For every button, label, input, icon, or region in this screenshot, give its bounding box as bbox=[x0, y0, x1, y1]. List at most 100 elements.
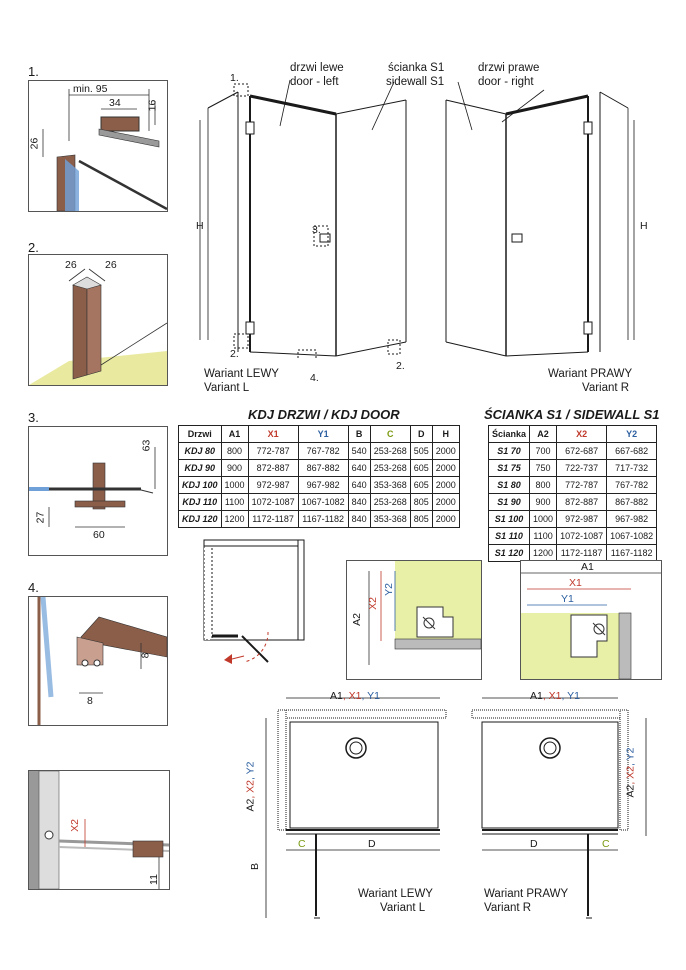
door-right-en-label: door - right bbox=[478, 76, 534, 88]
inset-a2-label: A2 bbox=[350, 613, 363, 626]
step-label-3: 3. bbox=[28, 410, 39, 425]
detail-2-corner-box: 26 26 bbox=[28, 254, 168, 386]
variant-right-en-label: Variant R bbox=[582, 382, 630, 394]
door-table-cell: 867-882 bbox=[297, 459, 349, 477]
door-table-cell: 253-268 bbox=[369, 442, 411, 460]
inset-x2-label: X2 bbox=[366, 597, 379, 610]
wall-table-cell: S1 110 bbox=[487, 527, 531, 545]
plan-left-c-label: C bbox=[298, 838, 306, 850]
inset-y2-label: Y2 bbox=[382, 583, 395, 596]
plan-left-a2-label: A2, X2, Y2 bbox=[245, 761, 258, 811]
callout-1-label: 1. bbox=[230, 72, 239, 84]
step-label-2: 2. bbox=[28, 240, 39, 255]
right-enclosure bbox=[445, 91, 629, 357]
wall-table-cell: 717-732 bbox=[606, 459, 658, 477]
plan-right-a2: A2 bbox=[624, 784, 637, 798]
detail-2-26a-label: 26 bbox=[65, 259, 77, 271]
door-table-header-cell: D bbox=[409, 425, 433, 443]
detail-4-8b-label: 8 bbox=[87, 695, 93, 707]
detail-1-drawing bbox=[42, 89, 167, 211]
plan-right-x2: , X2 bbox=[624, 765, 637, 785]
callout-2b-label: 2. bbox=[396, 360, 405, 372]
wall-table-header-cell: A2 bbox=[529, 425, 558, 443]
door-table-cell: 1072-1087 bbox=[247, 493, 299, 511]
door-table-cell: KDJ 80 bbox=[178, 442, 222, 460]
plan-variant-left-en: Variant L bbox=[380, 902, 426, 914]
door-left-pl-label: drzwi lewe bbox=[290, 62, 344, 74]
wall-table-cell: 750 bbox=[529, 459, 558, 477]
plan-right-d-label: D bbox=[530, 838, 538, 850]
h-right-label: H bbox=[640, 220, 648, 232]
wall-table-cell: S1 70 bbox=[487, 442, 531, 460]
detail-5-x2-label: X2 bbox=[68, 819, 81, 832]
sidewall-pl-label: ścianka S1 bbox=[388, 62, 445, 74]
detail-2-26b-label: 26 bbox=[105, 259, 117, 271]
door-table-cell: KDJ 120 bbox=[178, 510, 222, 528]
variant-right-pl-label: Wariant PRAWY bbox=[548, 368, 633, 380]
detail-4-8a-label: 8 bbox=[139, 652, 152, 659]
callout-4-label: 4. bbox=[310, 372, 319, 384]
door-table-header-cell: Y1 bbox=[297, 425, 349, 443]
door-table-cell: 805 bbox=[409, 493, 433, 511]
wall-table-cell: 972-987 bbox=[556, 510, 608, 528]
door-table-cell: 2000 bbox=[431, 476, 460, 494]
plan-variant-right-en: Variant R bbox=[484, 902, 532, 914]
plan-views-drawing bbox=[265, 697, 647, 919]
wall-table-cell: 1000 bbox=[529, 510, 558, 528]
step-label-4: 4. bbox=[28, 580, 39, 595]
callout-3-label: 3. bbox=[312, 224, 321, 236]
plan-right bbox=[471, 697, 647, 919]
detail-4-seal-box: 8 8 bbox=[28, 596, 168, 726]
wall-table-cell: 1167-1182 bbox=[606, 544, 658, 562]
plan-left-a2: A2 bbox=[244, 798, 257, 812]
door-table-cell: KDJ 90 bbox=[178, 459, 222, 477]
door-table-cell: 2000 bbox=[431, 510, 460, 528]
door-table-cell: 800 bbox=[220, 442, 249, 460]
plan-right-a1: A1 bbox=[530, 690, 543, 702]
wall-table-cell: 872-887 bbox=[556, 493, 608, 511]
plan-right-c-label: C bbox=[602, 838, 610, 850]
door-table-cell: 605 bbox=[409, 476, 433, 494]
wall-table-cell: 722-737 bbox=[556, 459, 608, 477]
inset-door-box: A1 X1 Y1 bbox=[520, 560, 662, 680]
plan-left-a1: A1 bbox=[330, 690, 343, 702]
detail-4-drawing bbox=[37, 597, 167, 725]
door-table-cell: KDJ 110 bbox=[178, 493, 222, 511]
wall-table-cell: 772-787 bbox=[556, 476, 608, 494]
inset-sidewall-drawing bbox=[368, 561, 481, 665]
detail-2-drawing bbox=[29, 268, 167, 385]
door-table-cell: KDJ 100 bbox=[178, 476, 222, 494]
plan-variant-left-pl: Wariant LEWY bbox=[358, 888, 433, 900]
detail-3-drawing bbox=[29, 447, 156, 528]
door-table-cell: 1000 bbox=[220, 476, 249, 494]
main-perspective-drawing bbox=[199, 79, 635, 360]
callout-2a-label: 2. bbox=[230, 348, 239, 360]
step-label-1: 1. bbox=[28, 64, 39, 79]
door-table-cell: 605 bbox=[409, 459, 433, 477]
wall-table-cell: S1 90 bbox=[487, 493, 531, 511]
wall-table-cell: 800 bbox=[529, 476, 558, 494]
plan-right-a2-label: A2, X2, Y2 bbox=[625, 747, 638, 797]
inset-sidewall-box: A2 X2 Y2 bbox=[346, 560, 482, 680]
door-table-header-cell: A1 bbox=[220, 425, 249, 443]
leader-lines bbox=[279, 79, 545, 131]
wall-table-cell: 1200 bbox=[529, 544, 558, 562]
door-table-cell: 1100 bbox=[220, 493, 249, 511]
h-left-label: H bbox=[196, 220, 204, 232]
door-table-cell: 767-782 bbox=[297, 442, 349, 460]
door-table-header-cell: C bbox=[369, 425, 411, 443]
door-table-title: KDJ DRZWI / KDJ DOOR bbox=[248, 407, 400, 422]
door-left-en-label: door - left bbox=[290, 76, 339, 88]
door-table-header-cell: Drzwi bbox=[178, 425, 222, 443]
door-table-header-cell: B bbox=[347, 425, 371, 443]
door-table-cell: 2000 bbox=[431, 493, 460, 511]
